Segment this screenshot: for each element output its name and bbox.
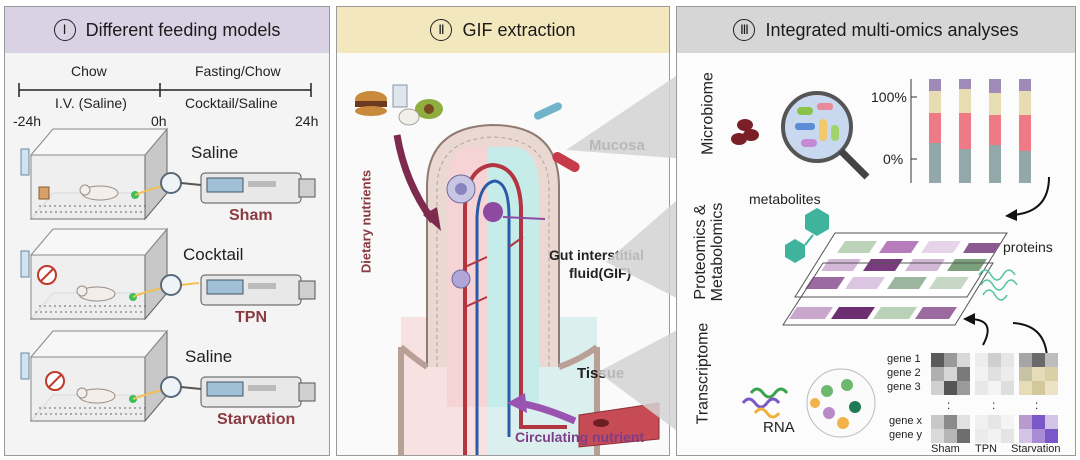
gif-label-line2: fluid(GIF) bbox=[569, 265, 632, 281]
cage-sham bbox=[20, 127, 170, 221]
panel-1-numeral: Ⅰ bbox=[53, 19, 76, 41]
group-tpn: TPN bbox=[235, 309, 267, 326]
timeline-tick-start: -24h bbox=[13, 113, 42, 129]
cage-tpn bbox=[20, 227, 200, 321]
panel-1-title: Different feeding models bbox=[85, 19, 281, 40]
panel-2-title: GIF extraction bbox=[462, 19, 576, 40]
gene-ellipsis-starvation: : bbox=[1035, 398, 1039, 412]
infusion-label-3: Saline bbox=[185, 347, 233, 366]
timeline-cocktail-saline: Cocktail/Saline bbox=[185, 95, 278, 111]
panel-feeding-models: Ⅰ Different feeding models bbox=[4, 6, 330, 456]
pump-tpn bbox=[160, 274, 316, 306]
panel-multi-omics: Ⅲ Integrated multi-omics analyses bbox=[676, 6, 1076, 456]
pump-sham bbox=[160, 172, 316, 204]
col-sham: Sham bbox=[931, 443, 960, 455]
infusion-label-2: Cocktail bbox=[183, 245, 244, 264]
gene-ellipsis-tpn: : bbox=[992, 398, 996, 412]
col-starvation: Starvation bbox=[1011, 443, 1061, 455]
mucosa-label: Mucosa bbox=[589, 137, 645, 154]
heatmap-front bbox=[794, 232, 1008, 298]
infusion-label-1: Saline bbox=[191, 143, 239, 162]
stacked-bar-4 bbox=[1019, 79, 1031, 183]
microbiome-label: Microbiome bbox=[699, 72, 717, 155]
proteins-label: proteins bbox=[1003, 239, 1053, 255]
panel-3-graphics bbox=[731, 79, 1058, 443]
panel-3-numeral: Ⅲ bbox=[733, 19, 756, 41]
gif-label-line1: Gut interstitial bbox=[549, 247, 644, 263]
cage-starvation bbox=[20, 329, 170, 423]
stacked-bar-1 bbox=[929, 79, 941, 183]
proteomics-metabolomics-label: Proteomics & Metabolomics bbox=[692, 192, 726, 312]
stacked-bar-3 bbox=[989, 79, 1001, 183]
gene-y-label: gene y bbox=[889, 429, 923, 441]
panel-3-title: Integrated multi-omics analyses bbox=[765, 19, 1019, 40]
rna-label: RNA bbox=[763, 419, 795, 436]
proteomics-label-line1: Proteomics & bbox=[692, 204, 709, 300]
group-sham: Sham bbox=[229, 207, 273, 224]
timeline-tick-mid: 0h bbox=[151, 113, 167, 129]
panel-3-header: Ⅲ Integrated multi-omics analyses bbox=[677, 7, 1075, 53]
timeline-iv-saline: I.V. (Saline) bbox=[55, 95, 127, 111]
gene-ellipsis-sham: : bbox=[947, 398, 951, 412]
proteomics-label-line2: Metabolomics bbox=[709, 202, 726, 302]
transcriptome-label: Transcriptome bbox=[694, 322, 712, 425]
gene-x-label: gene x bbox=[889, 415, 923, 427]
panel-2-numeral: Ⅱ bbox=[430, 19, 453, 41]
gene-1-label: gene 1 bbox=[887, 353, 921, 365]
tick-0: 0% bbox=[883, 151, 904, 167]
timeline-fasting-chow: Fasting/Chow bbox=[195, 63, 281, 79]
panel-2-header: Ⅱ GIF extraction bbox=[337, 7, 669, 53]
col-tpn: TPN bbox=[975, 443, 997, 455]
stacked-bar-2 bbox=[959, 79, 971, 183]
gene-3-label: gene 3 bbox=[887, 381, 921, 393]
gene-heatmap bbox=[931, 353, 1058, 443]
timeline-chow: Chow bbox=[71, 63, 107, 79]
gene-2-label: gene 2 bbox=[887, 367, 921, 379]
panel-1-graphics bbox=[18, 83, 316, 423]
metabolites-label: metabolites bbox=[749, 191, 821, 207]
timeline-tick-end: 24h bbox=[295, 113, 319, 129]
dietary-nutrients-label: Dietary nutrients bbox=[358, 169, 374, 274]
panel-gif-extraction: Ⅱ GIF extraction bbox=[336, 6, 670, 456]
heatmap-back bbox=[782, 262, 994, 326]
tick-100: 100% bbox=[871, 89, 907, 105]
group-starvation: Starvation bbox=[217, 411, 296, 428]
tissue-label: Tissue bbox=[577, 365, 625, 382]
villus-illustration bbox=[355, 84, 660, 455]
pump-starvation bbox=[160, 376, 316, 408]
circulating-nutrient-label: Circulating nutrient bbox=[515, 429, 645, 445]
panel-1-header: Ⅰ Different feeding models bbox=[5, 7, 329, 53]
